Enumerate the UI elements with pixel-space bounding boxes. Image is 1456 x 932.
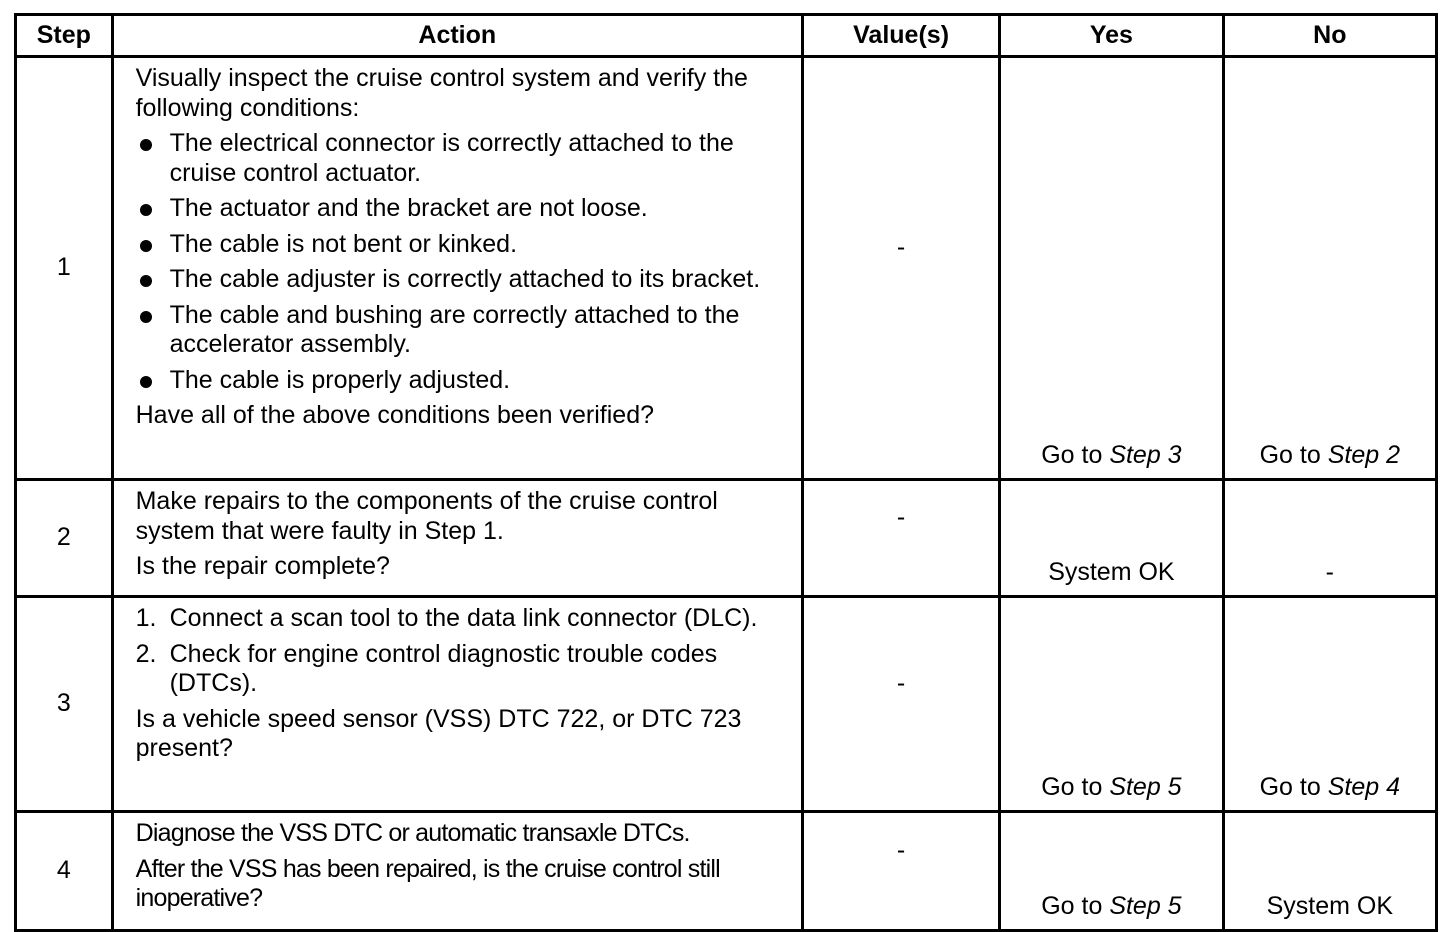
bullet-icon (139, 375, 152, 388)
step-link[interactable]: Step 2 (1327, 440, 1400, 469)
header-no: No (1221, 13, 1439, 58)
action-question: Is the repair complete? (135, 552, 390, 580)
yes-cell: Go to Step 3 (998, 55, 1225, 481)
step-link[interactable]: Step 5 (1109, 891, 1182, 920)
action-text: Diagnose the VSS DTC or automatic transa… (135, 819, 691, 847)
step-number: 1 (14, 55, 114, 481)
header-yes: Yes (998, 13, 1225, 58)
yes-cell: System OK (998, 478, 1225, 598)
step-number: 4 (14, 810, 114, 932)
no-cell: Go to Step 2 (1221, 55, 1439, 481)
bullet-icon (139, 204, 152, 216)
list-item: The actuator and the bracket are not loo… (136, 194, 791, 224)
value-cell: - (800, 478, 1002, 598)
procedure-list: 1.Connect a scan tool to the data link c… (136, 604, 791, 699)
header-row: Step Action Value(s) Yes No (14, 13, 1439, 58)
table-row-step-3: 3 1.Connect a scan tool to the data link… (14, 595, 1439, 813)
no-cell: Go to Step 4 (1221, 595, 1439, 813)
header-action: Action (110, 13, 804, 58)
action-question: Is a vehicle speed sensor (VSS) DTC 722,… (135, 704, 742, 763)
step-link[interactable]: Step 4 (1327, 772, 1400, 801)
action-cell: Diagnose the VSS DTC or automatic transa… (110, 810, 804, 932)
list-item: The electrical connector is correctly at… (136, 129, 791, 188)
diagnostic-table: Step Action Value(s) Yes No 1 Visually i… (14, 13, 1439, 932)
list-item: The cable adjuster is correctly attached… (136, 265, 791, 295)
header-step: Step (14, 13, 114, 58)
yes-cell: Go to Step 5 (998, 810, 1225, 932)
header-values: Value(s) (800, 13, 1002, 58)
bullet-icon (139, 275, 152, 287)
list-item: The cable is properly adjusted. (136, 366, 791, 396)
list-item: The cable and bushing are correctly atta… (136, 301, 791, 360)
condition-list: The electrical connector is correctly at… (136, 129, 791, 395)
table-row-step-2: 2 Make repairs to the components of the … (14, 478, 1439, 598)
list-item: 1.Connect a scan tool to the data link c… (135, 604, 758, 632)
step-link[interactable]: Step 5 (1109, 772, 1182, 801)
value-cell: - (800, 810, 1002, 932)
action-cell: 1.Connect a scan tool to the data link c… (110, 595, 804, 813)
list-item: The cable is not bent or kinked. (136, 230, 791, 260)
step-number: 2 (14, 478, 114, 598)
bullet-icon (139, 310, 152, 323)
bullet-icon (139, 239, 152, 252)
action-question: After the VSS has been repaired, is the … (135, 854, 721, 913)
action-cell: Make repairs to the components of the cr… (110, 478, 804, 598)
no-cell: - (1221, 478, 1439, 598)
no-cell: System OK (1221, 810, 1439, 932)
action-question: Have all of the above conditions been ve… (135, 401, 655, 429)
table-row-step-1: 1 Visually inspect the cruise control sy… (14, 55, 1439, 481)
step-link[interactable]: Step 3 (1109, 440, 1182, 469)
table-row-step-4: 4 Diagnose the VSS DTC or automatic tran… (14, 810, 1439, 932)
action-intro: Visually inspect the cruise control syst… (135, 64, 748, 122)
list-item: 2.Check for engine control diagnostic tr… (135, 639, 718, 698)
value-cell: - (800, 595, 1002, 813)
bullet-icon (139, 139, 152, 151)
value-cell: - (800, 55, 1002, 481)
action-cell: Visually inspect the cruise control syst… (110, 55, 804, 481)
step-number: 3 (14, 595, 114, 813)
yes-cell: Go to Step 5 (998, 595, 1225, 813)
action-text: Make repairs to the components of the cr… (135, 487, 718, 545)
